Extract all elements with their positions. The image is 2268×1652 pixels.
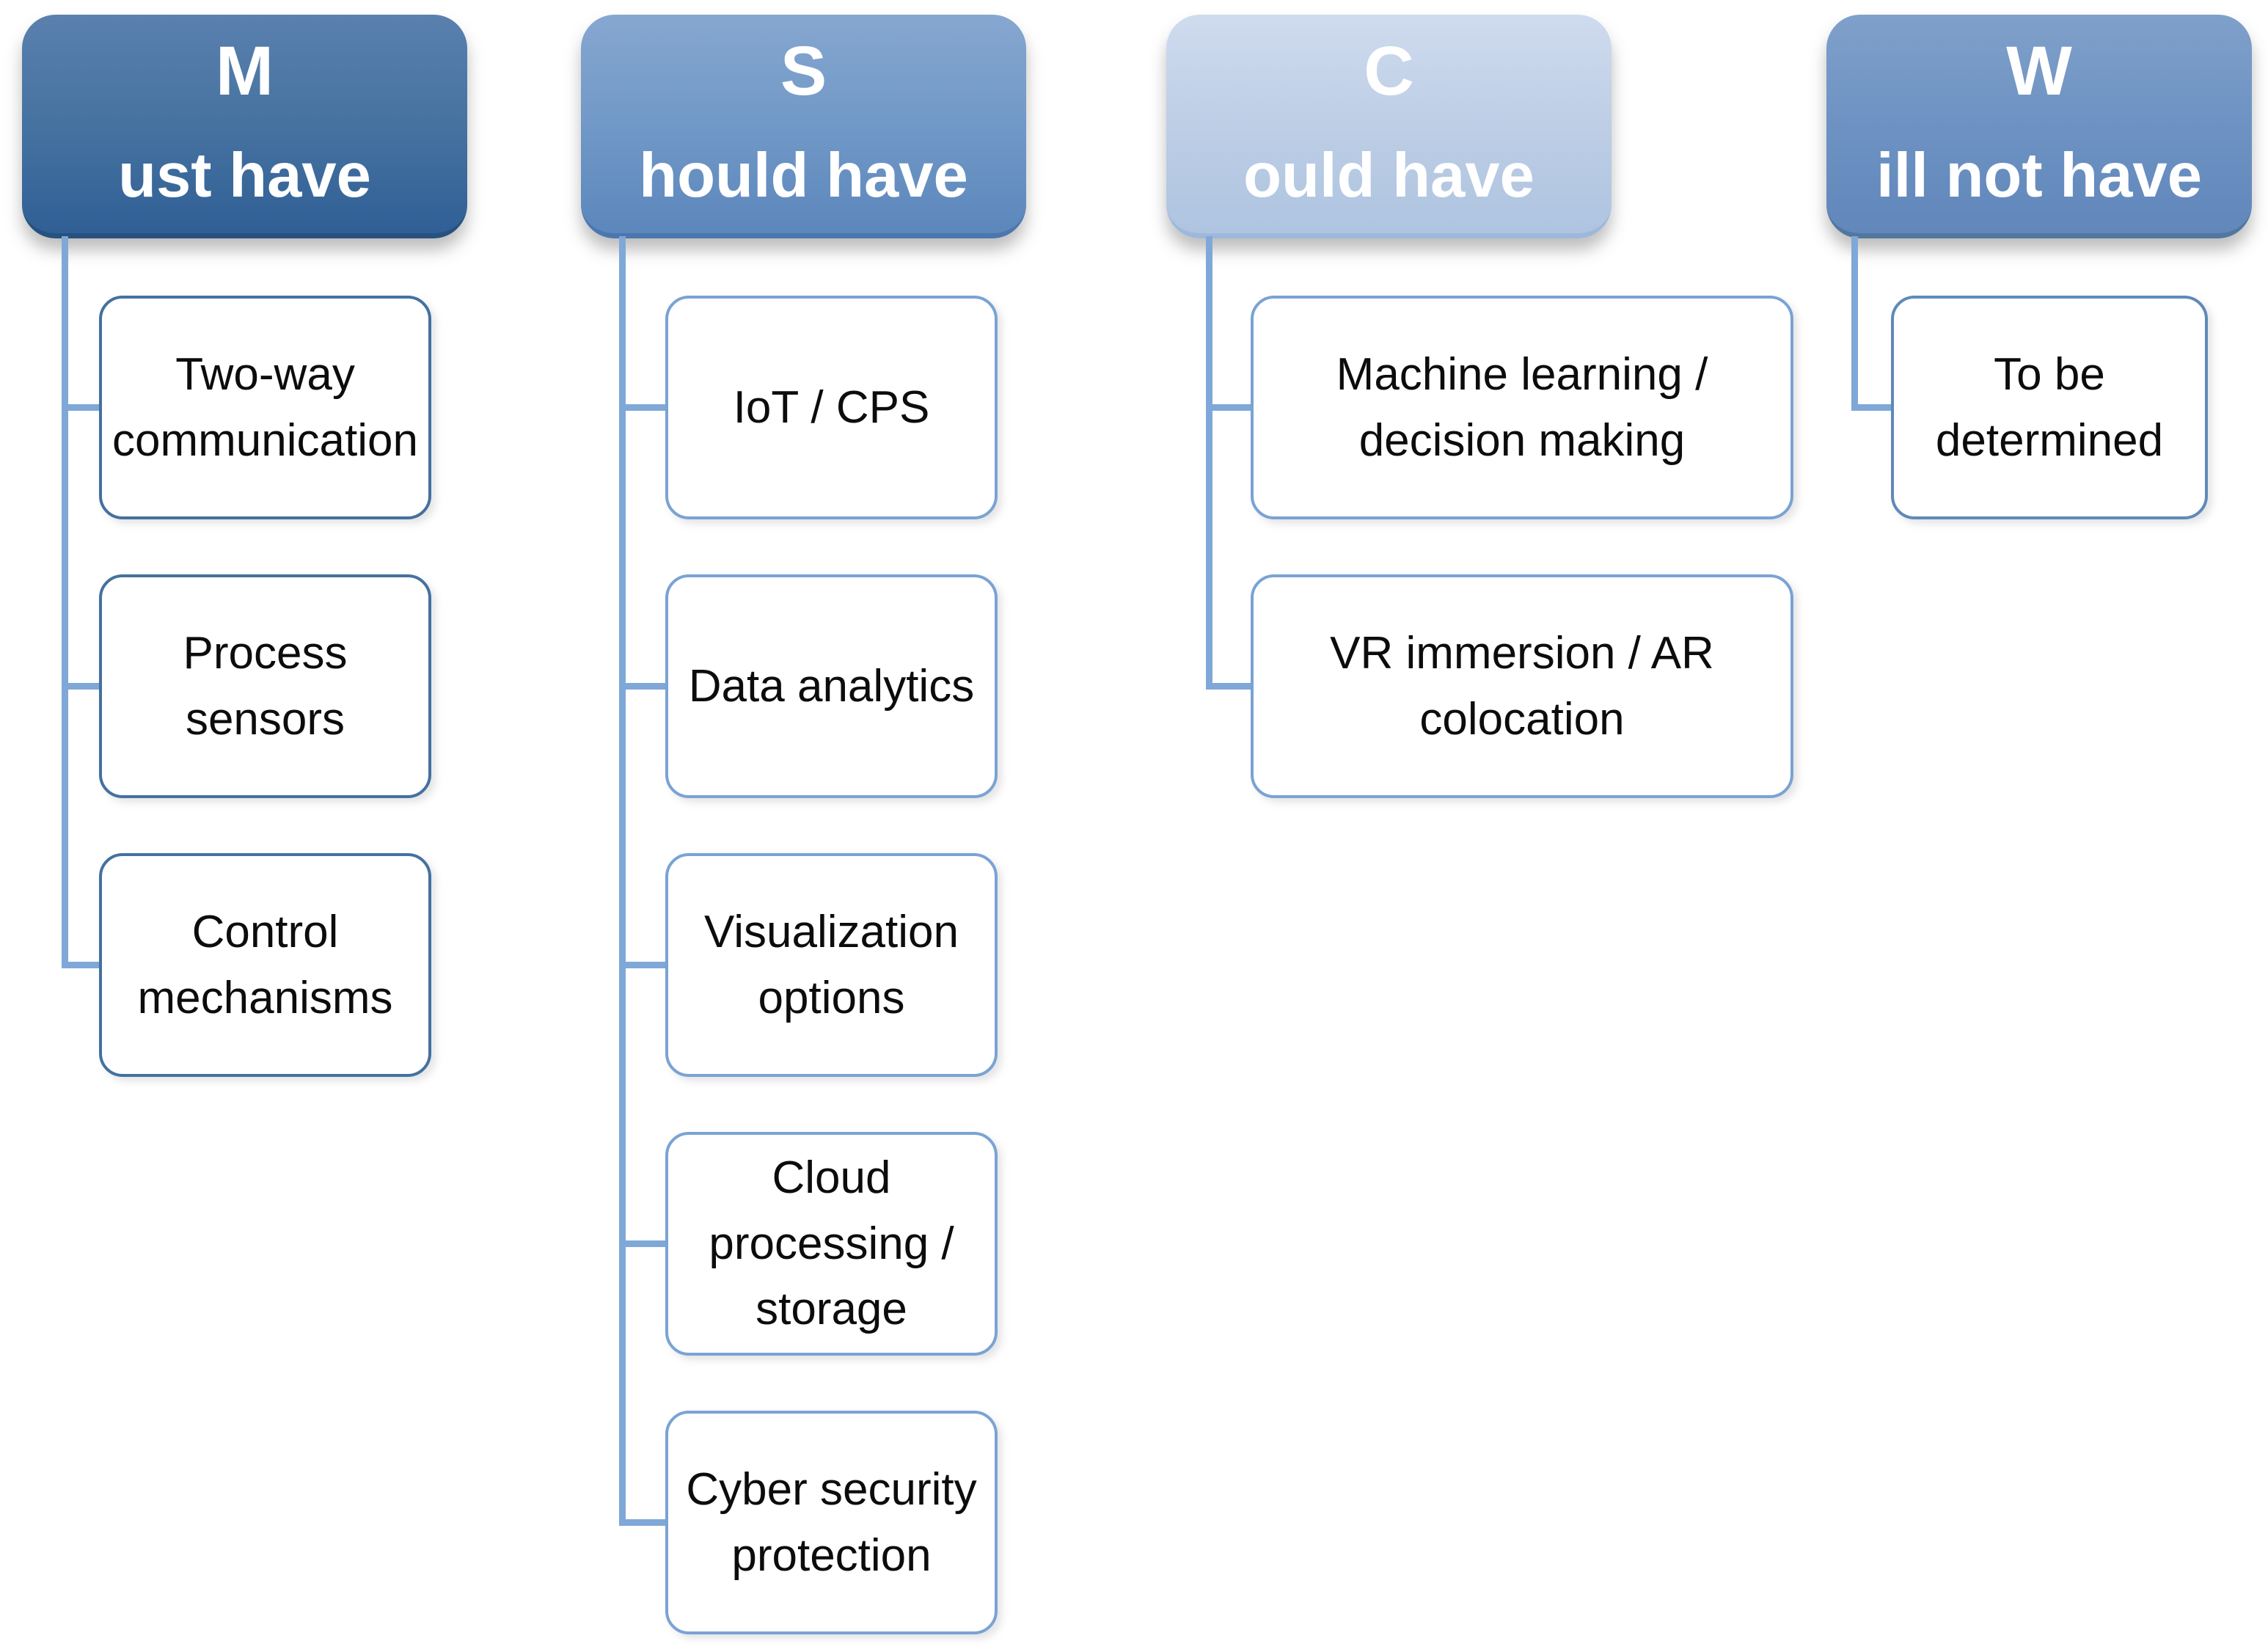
header-initial-must: M xyxy=(215,32,274,110)
header-initial-will: W xyxy=(2006,32,2072,110)
connector-stub-could-2 xyxy=(1206,683,1254,690)
header-initial-should: S xyxy=(780,32,827,110)
item-label: Control mechanisms xyxy=(137,906,393,1023)
connector-stub-should-1 xyxy=(619,404,669,411)
connector-stub-will-1 xyxy=(1851,404,1895,411)
item-control-mechanisms: Control mechanisms xyxy=(99,853,431,1077)
header-label-will: ill not have xyxy=(1876,141,2202,211)
item-label: VR immersion / AR colocation xyxy=(1330,627,1714,745)
item-iot-cps: IoT / CPS xyxy=(665,296,998,519)
item-label: IoT / CPS xyxy=(733,381,930,433)
column-header-will-not-have: W ill not have xyxy=(1826,15,2252,238)
item-data-analytics: Data analytics xyxy=(665,574,998,798)
item-two-way-communication: Two-way communication xyxy=(99,296,431,519)
connector-stub-must-1 xyxy=(62,404,103,411)
connector-vertical-should xyxy=(619,236,626,1526)
item-label: Visualization options xyxy=(704,906,959,1023)
item-cyber-security-protection: Cyber security protection xyxy=(665,1411,998,1634)
connector-stub-should-4 xyxy=(619,1240,669,1247)
connector-vertical-will xyxy=(1851,236,1858,411)
item-to-be-determined: To be determined xyxy=(1891,296,2208,519)
item-label: Cyber security protection xyxy=(686,1463,977,1581)
item-label: To be determined xyxy=(1935,348,2164,466)
connector-stub-should-2 xyxy=(619,683,669,690)
connector-stub-must-2 xyxy=(62,683,103,690)
item-label: Two-way communication xyxy=(112,348,418,466)
item-visualization-options: Visualization options xyxy=(665,853,998,1077)
column-header-could-have: C ould have xyxy=(1166,15,1612,238)
header-label-should: hould have xyxy=(639,141,968,211)
column-header-must-have: M ust have xyxy=(22,15,467,238)
item-label: Data analytics xyxy=(688,660,975,712)
header-initial-could: C xyxy=(1364,32,1414,110)
connector-stub-should-3 xyxy=(619,962,669,968)
connector-vertical-must xyxy=(62,236,68,968)
item-label: Process sensors xyxy=(183,627,348,745)
column-header-should-have: S hould have xyxy=(581,15,1026,238)
connector-stub-should-5 xyxy=(619,1519,669,1526)
connector-vertical-could xyxy=(1206,236,1212,690)
connector-stub-could-1 xyxy=(1206,404,1254,411)
item-machine-learning-decision-making: Machine learning / decision making xyxy=(1251,296,1793,519)
item-vr-immersion-ar-colocation: VR immersion / AR colocation xyxy=(1251,574,1793,798)
connector-stub-must-3 xyxy=(62,962,103,968)
item-label: Cloud processing / storage xyxy=(709,1152,954,1335)
header-label-could: ould have xyxy=(1243,141,1534,211)
item-process-sensors: Process sensors xyxy=(99,574,431,798)
item-label: Machine learning / decision making xyxy=(1336,348,1708,466)
header-label-must: ust have xyxy=(118,141,371,211)
item-cloud-processing-storage: Cloud processing / storage xyxy=(665,1132,998,1356)
